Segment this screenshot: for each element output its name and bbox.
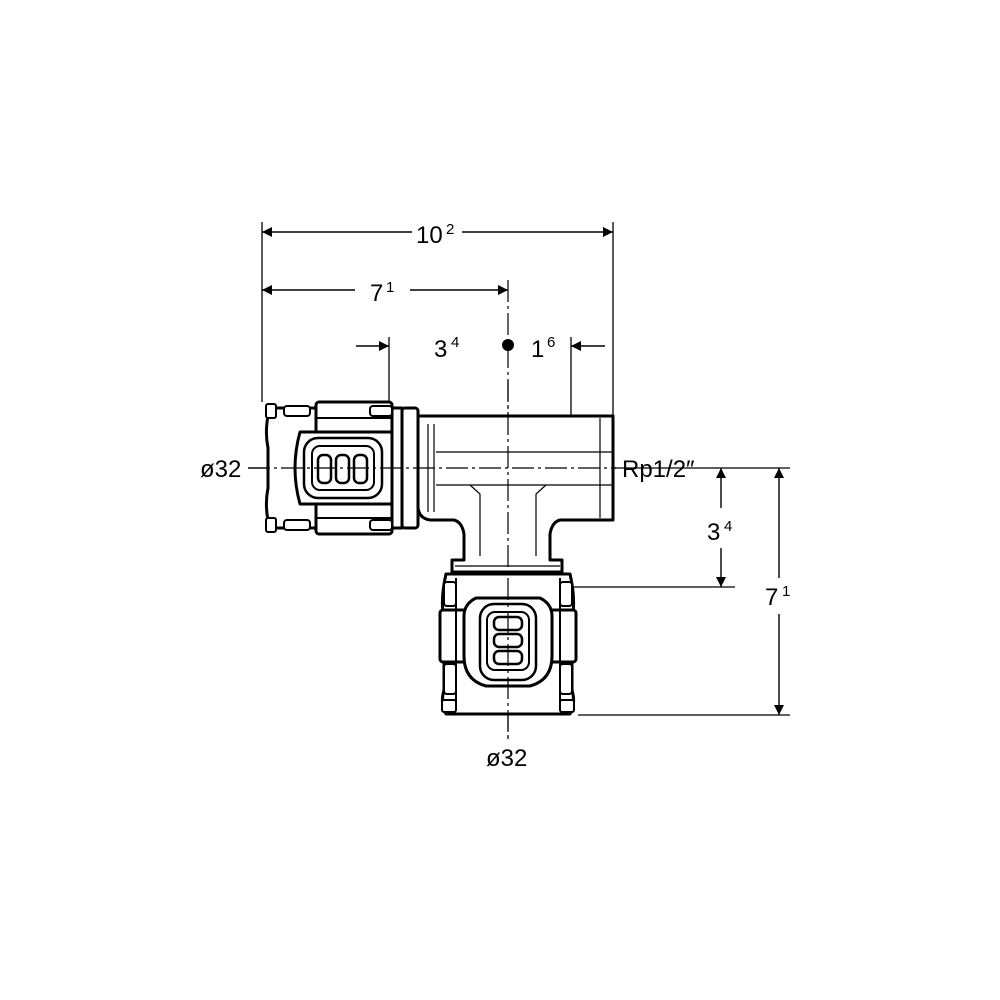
dimension-labels: 10 2 7 1 3 4 1 6 3 4 7 1 ø32 ø32 Rp1/2″ [200, 221, 790, 772]
thread-label: Rp1/2″ [622, 456, 695, 483]
dimension-lines [262, 227, 784, 715]
left-diameter-label: ø32 [200, 456, 241, 483]
left-to-axis-sup: 1 [386, 279, 394, 296]
right-offset-sup: 6 [547, 334, 555, 351]
center-lines-over [248, 380, 616, 740]
left-connector-grips [265, 403, 393, 533]
bottom-connector-grips [441, 578, 575, 713]
axis-to-branch-sup: 4 [724, 518, 732, 535]
left-to-axis-value: 7 [370, 280, 383, 307]
overall-width-sup: 2 [446, 221, 454, 238]
tee-body [416, 414, 615, 574]
left-insertion-value: 3 [434, 336, 447, 363]
right-offset-value: 1 [531, 336, 544, 363]
overall-height-sup: 1 [782, 583, 790, 600]
overall-height-value: 7 [765, 584, 778, 611]
bottom-diameter-label: ø32 [486, 745, 527, 772]
axis-dot [502, 339, 514, 351]
axis-to-branch-value: 3 [707, 519, 720, 546]
overall-width-value: 10 [416, 222, 443, 249]
left-insertion-sup: 4 [451, 334, 459, 351]
bottom-inspection-window [478, 602, 538, 682]
